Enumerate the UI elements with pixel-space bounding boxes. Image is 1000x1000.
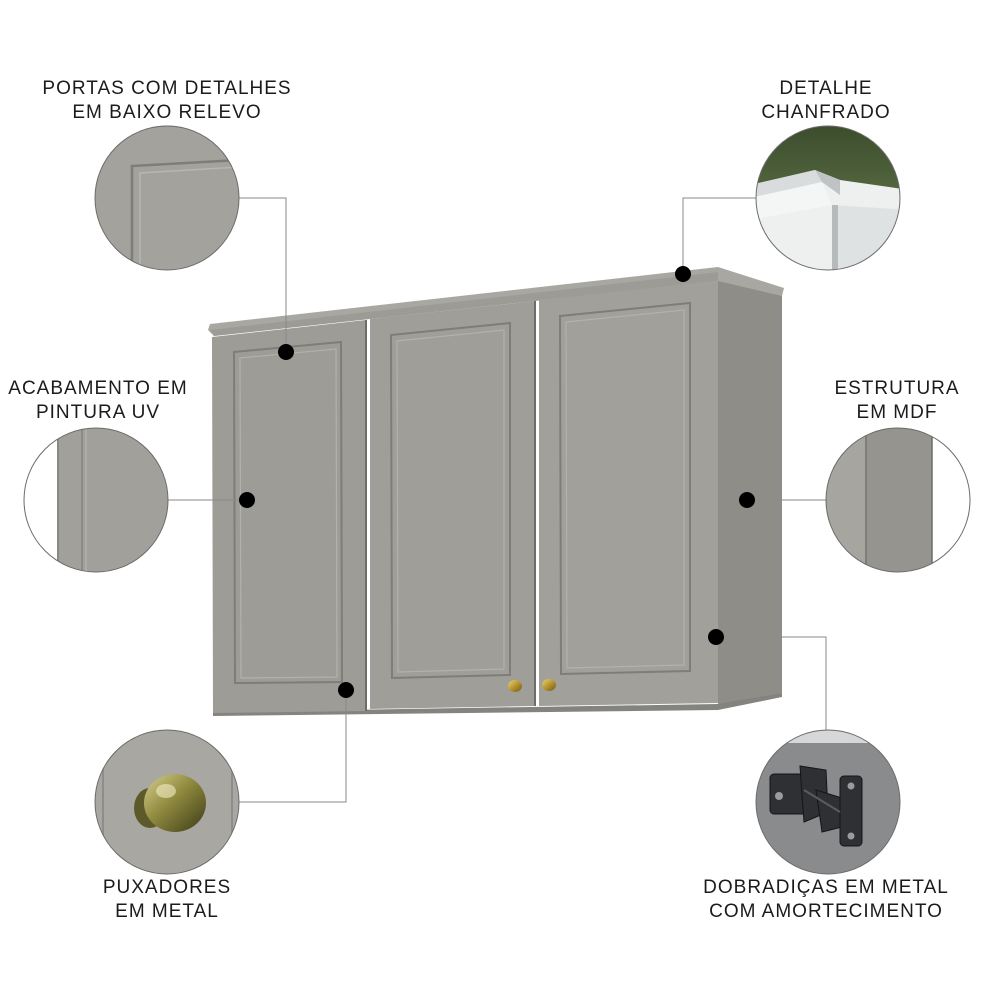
detail-hinge (755, 729, 901, 875)
callout-chanfrado-line2: CHANFRADO (761, 102, 891, 123)
callout-portas-line2: EM BAIXO RELEVO (72, 102, 262, 123)
callout-chanfrado-label: DETALHE CHANFRADO (761, 77, 890, 125)
callout-acabamento-line1: ACABAMENTO EM (8, 378, 188, 399)
dot-acabamento (239, 492, 255, 508)
callout-dots (239, 266, 755, 698)
callout-dobradicas-line1: DOBRADIÇAS EM METAL (703, 877, 949, 898)
detail-door-relief (94, 125, 240, 271)
dot-puxadores (338, 682, 354, 698)
leader-lines (168, 197, 827, 803)
callout-puxadores-line2: EM METAL (115, 901, 219, 922)
door-knob-left (508, 680, 522, 692)
callout-portas-line1: PORTAS COM DETALHES (42, 78, 292, 99)
dot-dobradicas (708, 629, 724, 645)
right-door (539, 281, 718, 706)
callout-puxadores-line1: PUXADORES (102, 877, 232, 898)
detail-metal-knob (94, 729, 240, 875)
callout-estrutura-label: ESTRUTURA EM MDF (834, 377, 959, 425)
cabinet (208, 267, 784, 716)
detail-chamfer (755, 125, 901, 271)
dot-portas (278, 344, 294, 360)
left-door (212, 320, 367, 713)
door-knob-right (542, 679, 556, 691)
callout-chanfrado-line1: DETALHE (779, 78, 873, 99)
callout-portas-label: PORTAS COM DETALHES EM BAIXO RELEVO (42, 77, 291, 125)
callout-estrutura-line1: ESTRUTURA (834, 378, 960, 399)
detail-mdf-structure (825, 427, 971, 573)
dot-estrutura (739, 492, 755, 508)
callout-dobradicas-line2: COM AMORTECIMENTO (709, 901, 943, 922)
callout-dobradicas-label: DOBRADIÇAS EM METAL COM AMORTECIMENTO (703, 876, 949, 924)
middle-door (370, 301, 536, 709)
callout-acabamento-label: ACABAMENTO EM PINTURA UV (8, 377, 187, 425)
callout-estrutura-line2: EM MDF (856, 402, 938, 423)
detail-uv-finish (23, 427, 169, 573)
callout-acabamento-line2: PINTURA UV (35, 402, 161, 423)
callout-puxadores-label: PUXADORES EM METAL (103, 876, 231, 924)
dot-chanfrado (675, 266, 691, 282)
